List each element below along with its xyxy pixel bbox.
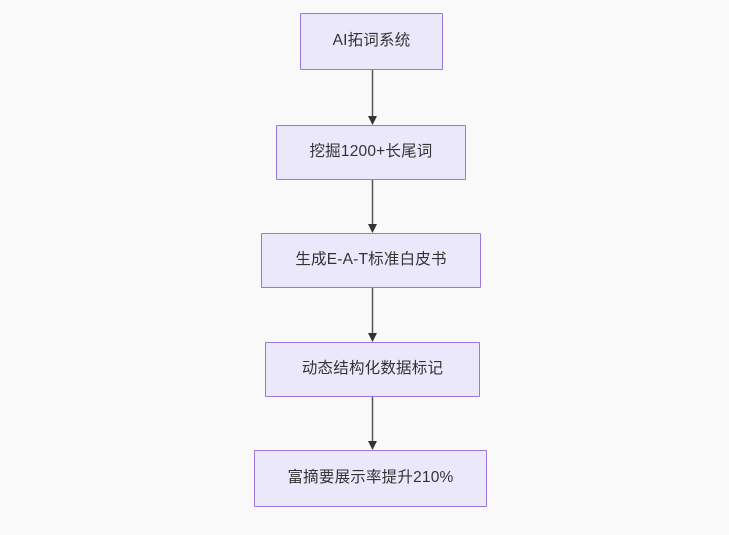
flow-node-rich-snippet-rate-increase[interactable]: 富摘要展示率提升210%: [254, 450, 487, 507]
flow-edge-n3-n4: [368, 287, 377, 342]
flow-node-label: 挖掘1200+长尾词: [309, 143, 433, 161]
edge-arrowhead: [368, 116, 377, 125]
flow-node-label: 生成E-A-T标准白皮书: [295, 251, 447, 269]
flow-edge-n1-n2: [368, 69, 377, 125]
flow-node-label: 富摘要展示率提升210%: [287, 469, 454, 487]
flow-edge-n4-n5: [368, 396, 377, 450]
edge-arrowhead: [368, 441, 377, 450]
edge-arrowhead: [368, 224, 377, 233]
edge-arrowhead: [368, 333, 377, 342]
flow-node-ai-keyword-system[interactable]: AI拓词系统: [300, 13, 443, 70]
flow-edge-n2-n3: [368, 179, 377, 233]
flow-node-label: AI拓词系统: [332, 32, 411, 50]
flow-node-mine-longtail-keywords[interactable]: 挖掘1200+长尾词: [276, 125, 466, 180]
flow-node-dynamic-structured-data-markup[interactable]: 动态结构化数据标记: [265, 342, 480, 397]
flow-node-generate-eat-whitepaper[interactable]: 生成E-A-T标准白皮书: [261, 233, 481, 288]
flow-node-label: 动态结构化数据标记: [301, 360, 444, 378]
